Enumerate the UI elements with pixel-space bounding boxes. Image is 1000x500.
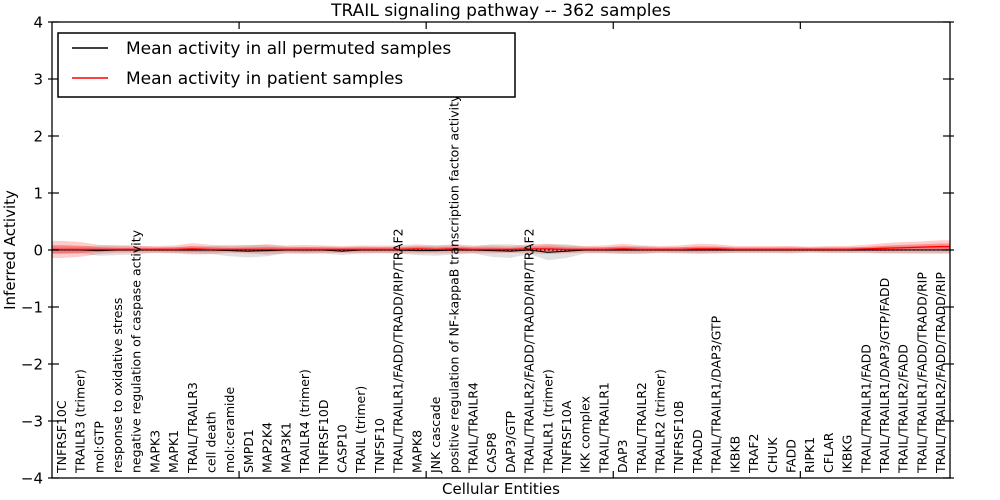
category-label: TRAILR4 (trimer) [297, 369, 312, 474]
category-label: TRADD [690, 429, 705, 474]
category-label: TNFSF10 [372, 418, 387, 474]
y-tick-label: −1 [21, 299, 43, 317]
y-axis-ticks: −4 −3 −2 −1 0 1 2 3 4 [21, 14, 954, 488]
category-label: TRAIL/TRAILR1/DAP3/GTP [709, 315, 724, 474]
category-label: IKK complex [578, 396, 593, 473]
category-labels: TNFRSF10C TRAILR3 (trimer)mol:GTP response… [54, 94, 948, 474]
category-label: cell death [204, 411, 219, 473]
category-label: TRAIL/TRAILR1/DAP3/GTP/FADD [877, 278, 892, 474]
category-label: CASP8 [484, 432, 499, 473]
chart-title: TRAIL signaling pathway -- 362 samples [330, 1, 671, 21]
category-label: JNK cascade [428, 396, 443, 474]
category-label: TRAIL/TRAILR2/FADD/TRADD/RIP [933, 272, 948, 474]
patient-mean-line [52, 245, 950, 251]
y-tick-label: −4 [21, 470, 43, 488]
category-label: DAP3 [615, 440, 630, 473]
x-axis-label: Cellular Entities [442, 480, 560, 498]
category-label: TRAILR2 (trimer) [653, 369, 668, 474]
category-label: TRAIL/TRAILR1/FADD/TRADD/RIP/TRAF2 [391, 228, 406, 474]
category-label: TRAF2 [746, 433, 761, 474]
y-tick-label: 3 [33, 71, 43, 89]
category-label: TRAIL/TRAILR1/FADD/TRADD/RIP [914, 272, 929, 474]
category-label: negative regulation of caspase activity [129, 229, 144, 473]
category-label: SMPD1 [241, 429, 256, 473]
category-label: IKBKG [840, 435, 855, 473]
category-label: RIPK1 [802, 437, 817, 473]
legend: Mean activity in all permuted samples Me… [57, 32, 516, 98]
category-label: CASP10 [334, 424, 349, 473]
category-label: TRAIL/TRAILR1 [596, 382, 611, 474]
category-label: mol:GTP [91, 421, 106, 473]
category-label: DAP3/GTP [503, 410, 518, 473]
category-label: MAPK8 [409, 430, 424, 473]
category-label: FADD [783, 439, 798, 473]
y-tick-label: −3 [21, 413, 43, 431]
category-label: TRAIL/TRAILR2/FADD [896, 344, 911, 474]
category-label: TRAIL (trimer) [353, 386, 368, 474]
legend-permuted-label: Mean activity in all permuted samples [126, 39, 451, 59]
category-label: TNFRSF10B [671, 401, 686, 474]
category-label: positive regulation of NF-kappaB transcr… [447, 94, 462, 473]
category-label: TRAIL/TRAILR4 [465, 382, 480, 474]
category-label: TRAIL/TRAILR2/FADD/TRADD/RIP/TRAF2 [522, 228, 537, 474]
category-label: MAPK1 [166, 430, 181, 473]
category-label: TNFRSF10D [316, 399, 331, 474]
category-label: TRAIL/TRAILR1/FADD [858, 344, 873, 474]
category-label: CHUK [765, 437, 780, 473]
y-tick-label: 2 [33, 128, 43, 146]
legend-box [57, 32, 516, 98]
y-tick-label: 0 [33, 242, 43, 260]
category-label: TRAIL/TRAILR3 [185, 382, 200, 474]
category-label: MAPK3 [147, 430, 162, 473]
permuted-band [52, 244, 950, 261]
y-tick-label: −2 [21, 356, 43, 374]
y-tick-label: 1 [33, 185, 43, 203]
series-lines [52, 245, 950, 253]
category-label: TNFRSF10A [559, 400, 574, 474]
y-axis-label: Inferred Activity [1, 190, 19, 310]
y-tick-label: 4 [33, 14, 43, 32]
category-label: MAP3K1 [278, 422, 293, 473]
category-label: TRAIL/TRAILR2 [634, 382, 649, 474]
category-label: TRAILR3 (trimer) [73, 369, 88, 474]
category-label: MAP2K4 [260, 422, 275, 473]
category-label: TRAILR1 (trimer) [540, 369, 555, 474]
patient-band-inner [52, 243, 950, 254]
category-label: mol:ceramide [222, 387, 237, 473]
category-label: TNFRSF10C [54, 400, 69, 474]
category-label: IKBKB [727, 436, 742, 473]
category-label: response to oxidative stress [110, 298, 125, 473]
category-label: CFLAR [821, 432, 836, 473]
legend-patient-label: Mean activity in patient samples [126, 69, 403, 89]
